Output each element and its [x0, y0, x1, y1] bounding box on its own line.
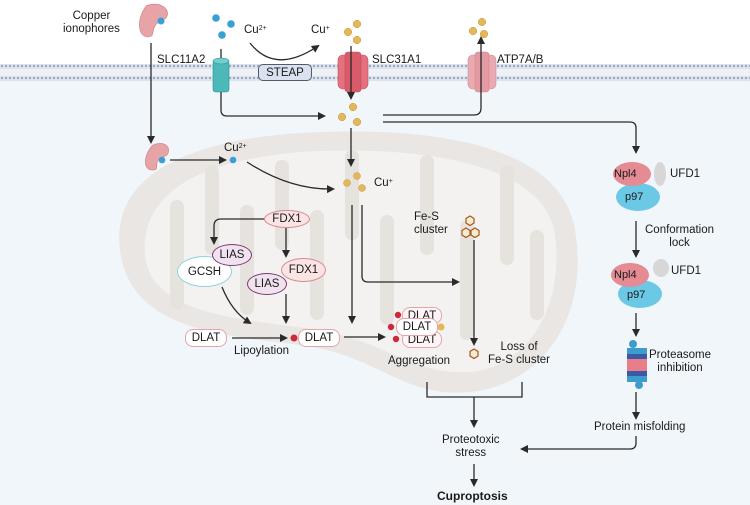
aggregated-lipoyl-groups	[387, 311, 402, 343]
slc31a1-transporter	[337, 51, 369, 93]
copper-ionophore-icon	[139, 3, 168, 38]
gcsh-to-lipoylation-arrow	[221, 286, 252, 325]
aggregation-label: Aggregation	[388, 355, 451, 367]
fdx1-node: FDX1	[264, 210, 310, 228]
dlat-unlipoylated-node: DLAT	[185, 329, 227, 347]
fdx1-reduction-arrow	[246, 161, 335, 194]
cu1-charge: +	[325, 25, 330, 32]
lipoylation-label: Lipoylation	[234, 345, 289, 357]
cu-to-npl4-arrow	[383, 121, 640, 154]
copper-ionophores-label: Copper ionophores	[63, 10, 120, 35]
fes-cluster-icon	[461, 215, 480, 239]
cu1-ions-extracellular	[343, 19, 362, 45]
cu1-ions-mito	[343, 172, 366, 192]
cu1-symbol: Cu	[311, 24, 326, 36]
cu1-mito-charge: +	[388, 178, 393, 185]
cu2-mito-charge: 2+	[238, 143, 247, 150]
npl4-p97-complex-1	[613, 162, 666, 211]
cu2-extracellular-label: Cu2+	[244, 24, 267, 37]
proteotoxic-stress-label: Proteotoxic stress	[442, 434, 500, 459]
cu1-ions-exported	[468, 17, 489, 39]
lipoyl-group-icon	[290, 334, 298, 342]
npl4-p97-complex-2	[611, 259, 669, 308]
atp7ab-export-arrow	[383, 36, 485, 116]
steap-badge: STEAP	[258, 64, 312, 81]
slc11a2-label: SLC11A2	[157, 54, 206, 66]
aggregation-copper-icon	[437, 323, 445, 331]
misfolding-to-stress-arrow	[520, 436, 637, 453]
cu1-mito-label: Cu+	[374, 177, 393, 190]
fdx1-complex-node: FDX1	[281, 258, 326, 282]
cu2-charge: 2+	[258, 25, 267, 32]
slc11a2-to-cytosol-arrow	[220, 92, 326, 120]
lias-gcsh-node: LIAS	[212, 244, 252, 266]
dlat-aggregate-middle: DLAT	[396, 318, 438, 336]
p97-label-2: p97	[627, 289, 646, 301]
steap-reduction-arrow	[249, 42, 320, 61]
cuproptosis-label: Cuproptosis	[437, 489, 508, 503]
lias-complex-node: LIAS	[247, 273, 287, 295]
cu2-symbol: Cu	[244, 24, 259, 36]
p97-label-1: p97	[625, 191, 644, 203]
cu1-ions-cytosol	[337, 102, 362, 127]
protein-misfolding-label: Protein misfolding	[594, 421, 686, 433]
plasma-membrane	[0, 64, 750, 81]
fes-cluster-label: Fe-S cluster	[414, 211, 448, 236]
atp7ab-transporter	[467, 51, 497, 93]
slc31a1-label: SLC31A1	[372, 54, 422, 66]
cu1-extracellular-label: Cu+	[311, 24, 330, 37]
conformation-lock-label: Conformation lock	[645, 224, 715, 249]
dlat-lipoylated-node: DLAT	[298, 329, 340, 347]
proteasome-icon	[627, 340, 647, 389]
loss-fes-cluster-label: Loss of Fe-S cluster	[488, 341, 550, 366]
proteasome-inhibition-label: Proteasome inhibition	[649, 349, 712, 374]
ufd1-label-2: UFD1	[671, 265, 702, 277]
cu-to-fes-arrow	[361, 205, 460, 286]
npl4-label-1: Npl4	[614, 168, 637, 180]
slc11a2-transporter	[212, 49, 230, 93]
ufd1-label-1: UFD1	[670, 168, 701, 180]
cu2-mito-label: Cu2+	[224, 142, 247, 155]
copper-ionophore-mito-icon	[145, 143, 169, 171]
fdx1-to-gcsh-arrow	[210, 218, 265, 245]
cu1-mito-symbol: Cu	[374, 177, 389, 189]
atp7ab-label: ATP7A/B	[497, 54, 544, 66]
npl4-label-2: Npl4	[614, 269, 637, 281]
fes-single-icon	[469, 348, 479, 360]
cu2-mito-symbol: Cu	[224, 142, 239, 154]
mitochondrion	[119, 131, 578, 393]
cu2-ions-extracellular	[212, 14, 235, 39]
cu2-ion-mito	[229, 156, 237, 164]
